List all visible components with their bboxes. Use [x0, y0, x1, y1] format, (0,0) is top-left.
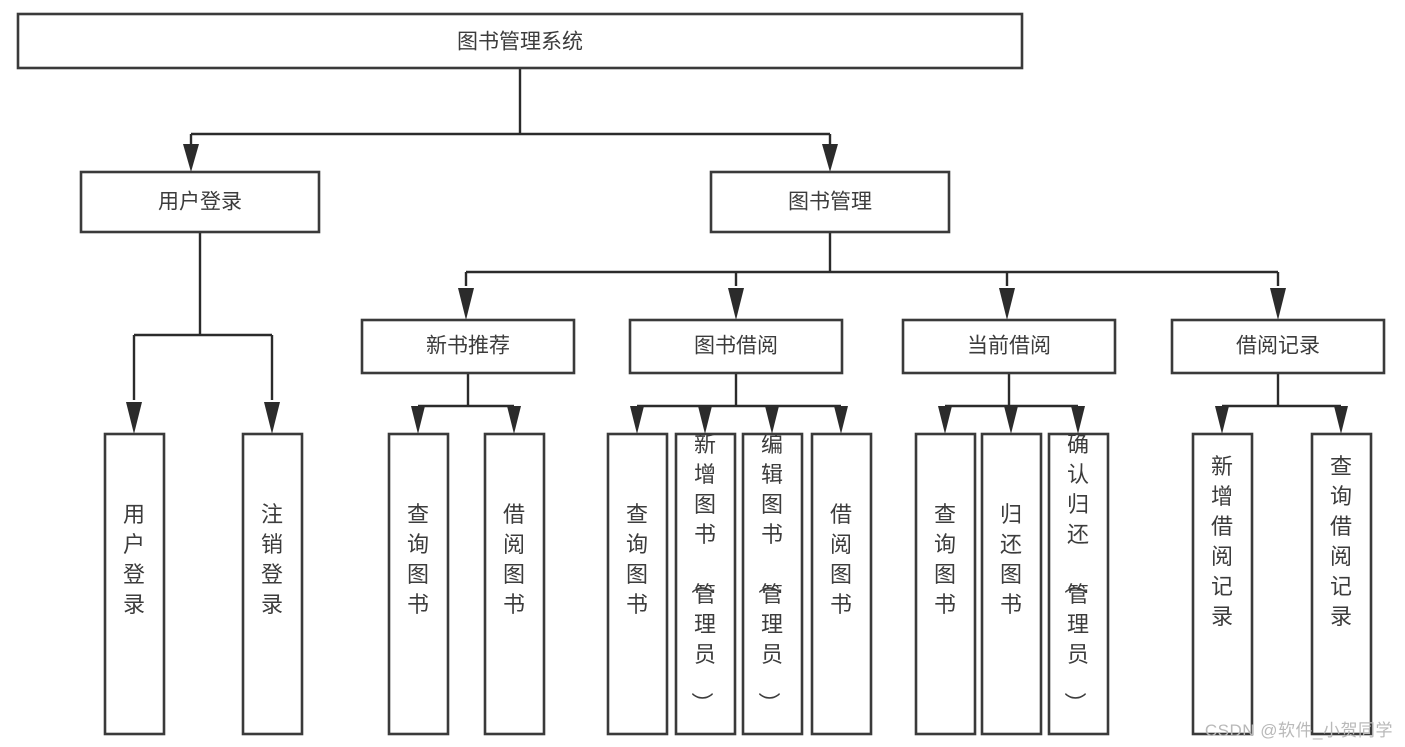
arrow-userlogin-leaf-2	[264, 402, 280, 434]
book-borrow-label: 图书借阅	[694, 335, 778, 358]
new-book-recommend-box[interactable]	[360, 318, 576, 375]
leaf-book-borrow-edit[interactable]: 编辑图书（管理员）	[741, 432, 804, 736]
leaf-label: 归还图书	[1000, 502, 1022, 617]
leaf-label: 查询图书	[934, 502, 956, 617]
leaf-label: 新增图书（管理员）	[689, 432, 716, 714]
book-manage-box[interactable]	[709, 170, 951, 234]
leaf-borrow-record-add[interactable]: 新增借阅记录	[1191, 432, 1254, 736]
leaf-label: 用户登录	[123, 502, 145, 617]
leaf-label: 查询借阅记录	[1330, 454, 1352, 629]
leaf-book-borrow-add[interactable]: 新增图书（管理员）	[674, 432, 737, 736]
leaf-current-borrow-confirm[interactable]: 确认归还（管理员）	[1047, 432, 1110, 736]
arrow-bookborrow-leaf-2	[698, 406, 712, 434]
current-borrow-label: 当前借阅	[967, 335, 1051, 358]
leaf-label: 注销登录	[261, 502, 283, 617]
node-current-borrow[interactable]: 当前借阅	[901, 318, 1117, 375]
arrow-to-current-borrow	[999, 288, 1015, 320]
leaf-box[interactable]	[1047, 432, 1110, 736]
new-book-recommend-label: 新书推荐	[426, 335, 510, 358]
leaf-box[interactable]	[483, 432, 546, 736]
book-manage-label: 图书管理	[788, 191, 872, 214]
node-book-manage[interactable]: 图书管理	[709, 170, 951, 234]
arrow-to-book-borrow	[728, 288, 744, 320]
leaf-borrow-record-query[interactable]: 查询借阅记录	[1310, 432, 1373, 736]
arrow-bookborrow-leaf-4	[834, 406, 848, 434]
leaf-box[interactable]	[103, 432, 166, 736]
user-login-label: 用户登录	[158, 191, 242, 214]
arrow-currentborrow-leaf-2	[1004, 406, 1018, 434]
arrow-root-to-book-manage	[822, 144, 838, 172]
leaf-current-borrow-query[interactable]: 查询图书	[914, 432, 977, 736]
arrow-bookborrow-leaf-3	[765, 406, 779, 434]
node-new-book-recommend[interactable]: 新书推荐	[360, 318, 576, 375]
node-book-borrow[interactable]: 图书借阅	[628, 318, 844, 375]
leaf-box[interactable]	[810, 432, 873, 736]
leaf-label: 查询图书	[407, 502, 429, 617]
leaf-box[interactable]	[241, 432, 304, 736]
arrow-currentborrow-leaf-1	[938, 406, 952, 434]
leaf-box[interactable]	[980, 432, 1043, 736]
arrow-to-new-book-recommend	[458, 288, 474, 320]
leaf-box[interactable]	[741, 432, 804, 736]
book-borrow-box[interactable]	[628, 318, 844, 375]
arrow-borrowrecord-leaf-1	[1215, 406, 1229, 434]
leaf-book-borrow-query[interactable]: 查询图书	[606, 432, 669, 736]
leaf-box[interactable]	[606, 432, 669, 736]
root-box[interactable]	[16, 12, 1024, 70]
user-login-box[interactable]	[79, 170, 321, 234]
leaf-book-borrow-borrow[interactable]: 借阅图书	[810, 432, 873, 736]
arrow-bookborrow-leaf-1	[630, 406, 644, 434]
root-label: 图书管理系统	[457, 31, 583, 54]
leaf-label: 借阅图书	[503, 502, 525, 617]
leaf-new-book-borrow[interactable]: 借阅图书	[483, 432, 546, 736]
leaf-box[interactable]	[674, 432, 737, 736]
arrow-to-borrow-record	[1270, 288, 1286, 320]
arrow-userlogin-leaf-1	[126, 402, 142, 434]
edges-layer	[126, 68, 1348, 434]
leaf-label: 借阅图书	[830, 502, 852, 617]
leaf-box[interactable]	[387, 432, 450, 736]
leaf-new-book-query[interactable]: 查询图书	[387, 432, 450, 736]
node-borrow-record[interactable]: 借阅记录	[1170, 318, 1386, 375]
leaf-label: 确认归还（管理员）	[1062, 432, 1089, 714]
arrow-newbook-leaf-1	[411, 406, 425, 434]
leaf-label: 编辑图书（管理员）	[756, 432, 783, 714]
leaf-label: 查询图书	[626, 502, 648, 617]
leaf-user-login-login[interactable]: 用户登录	[103, 432, 166, 736]
node-root-system[interactable]: 图书管理系统	[16, 12, 1024, 70]
leaf-user-login-logout[interactable]: 注销登录	[241, 432, 304, 736]
current-borrow-box[interactable]	[901, 318, 1117, 375]
leaf-current-borrow-return[interactable]: 归还图书	[980, 432, 1043, 736]
borrow-record-box[interactable]	[1170, 318, 1386, 375]
leaf-label: 新增借阅记录	[1211, 454, 1233, 629]
arrow-borrowrecord-leaf-2	[1334, 406, 1348, 434]
borrow-record-label: 借阅记录	[1236, 335, 1320, 358]
node-user-login[interactable]: 用户登录	[79, 170, 321, 234]
leaf-box[interactable]	[914, 432, 977, 736]
arrow-newbook-leaf-2	[507, 406, 521, 434]
leaf-box[interactable]	[1310, 432, 1373, 736]
leaf-box[interactable]	[1191, 432, 1254, 736]
arrow-root-to-user-login	[183, 144, 199, 172]
arrow-currentborrow-leaf-3	[1071, 406, 1085, 434]
